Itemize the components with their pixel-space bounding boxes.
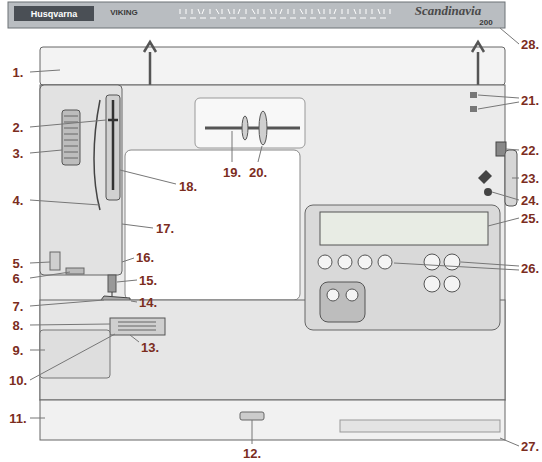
spool-cap xyxy=(242,116,248,140)
callout-number: 23. xyxy=(521,171,539,186)
callout-number: 13. xyxy=(141,340,159,355)
callout-number: 17. xyxy=(156,221,174,236)
callout-number: 21. xyxy=(521,93,539,108)
spool-pin-slot xyxy=(470,92,477,98)
callout-number: 4. xyxy=(13,193,24,208)
callout-number: 28. xyxy=(521,37,539,52)
callout-number: 26. xyxy=(521,261,539,276)
callout-number: 15. xyxy=(139,273,157,288)
name-strip xyxy=(8,2,505,28)
callout-number: 1. xyxy=(13,65,24,80)
callout-number: 12. xyxy=(243,446,261,461)
logo-plate xyxy=(14,6,94,21)
thread-path xyxy=(94,100,100,210)
takeup-lever xyxy=(108,100,118,190)
display xyxy=(320,212,488,245)
brand-text: Scandinavia xyxy=(415,3,481,19)
callout-number: 2. xyxy=(13,120,24,135)
callout-number: 20. xyxy=(249,165,267,180)
callout-number: 3. xyxy=(13,146,24,161)
callout-number: 24. xyxy=(521,193,539,208)
callout-number: 10. xyxy=(9,373,27,388)
needle-bar xyxy=(108,275,116,292)
callout-number: 18. xyxy=(179,179,197,194)
brand-text: VIKING xyxy=(110,8,138,17)
callout-number: 27. xyxy=(521,439,539,454)
machine-body xyxy=(40,85,505,400)
bobbin-winder xyxy=(484,188,492,196)
callout-number: 5. xyxy=(13,256,24,271)
thread-guide xyxy=(144,42,484,88)
callout-number: 16. xyxy=(136,250,154,265)
stitch-icons xyxy=(180,9,390,18)
leader-lines xyxy=(30,28,519,446)
spool-pin xyxy=(205,127,300,130)
callout-number: 14. xyxy=(139,295,157,310)
thread-cutter xyxy=(50,252,60,270)
tray-groove xyxy=(340,420,500,432)
callout-number: 22. xyxy=(521,143,539,158)
spool-recess xyxy=(195,98,305,148)
brand-text: Husqvarna xyxy=(31,9,78,19)
tray-latch xyxy=(240,412,264,420)
brand-text: 200 xyxy=(479,18,492,27)
power-switch xyxy=(496,142,506,156)
feed-dog-slots xyxy=(118,322,156,330)
machine-head xyxy=(40,85,122,275)
callout-number: 8. xyxy=(13,318,24,333)
pressure-dial xyxy=(62,110,80,165)
panel-buttons xyxy=(318,254,460,322)
bobbin-cover xyxy=(40,330,110,378)
spool-pin-slot xyxy=(470,106,477,112)
callout-number: 19. xyxy=(223,165,241,180)
needle-threader xyxy=(66,268,84,274)
arm-opening xyxy=(125,150,300,300)
lid xyxy=(40,47,505,85)
callout-number: 6. xyxy=(13,271,24,286)
callout-number: 7. xyxy=(13,299,24,314)
takeup-slot xyxy=(106,95,120,200)
spool-cap xyxy=(259,111,267,145)
accessory-tray xyxy=(40,400,505,440)
needle-plate xyxy=(110,318,165,335)
callout-number: 9. xyxy=(13,343,24,358)
callout-number: 25. xyxy=(521,211,539,226)
bobbin-winder xyxy=(478,170,492,184)
callout-number: 11. xyxy=(9,411,26,426)
